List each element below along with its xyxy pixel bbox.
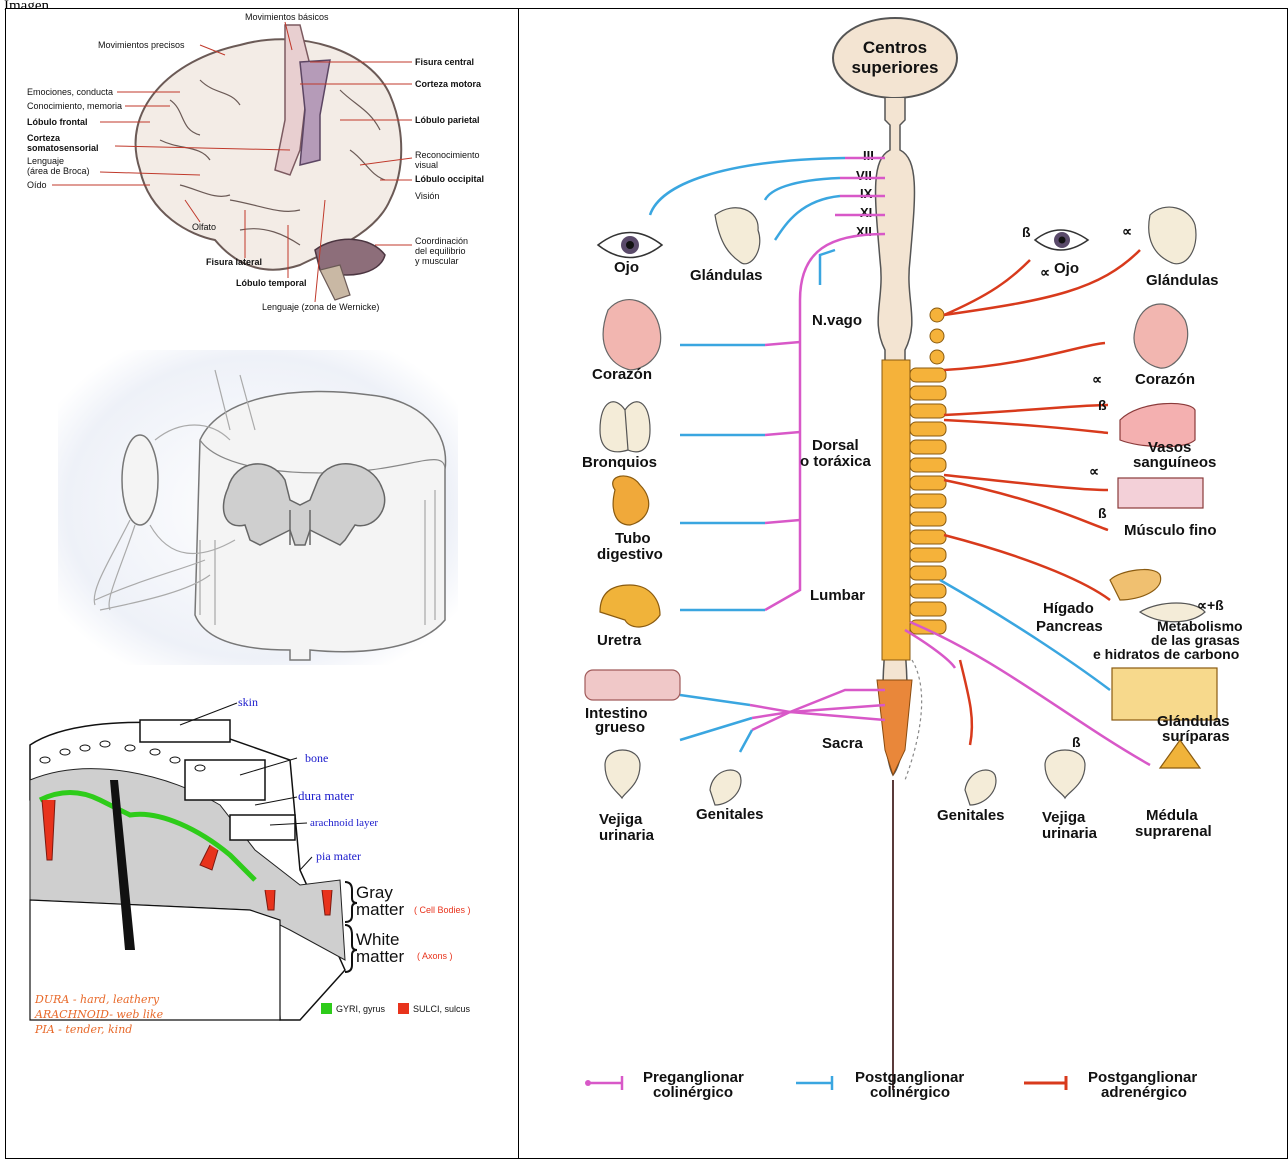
label-digestive-1: Tubo <box>615 530 651 547</box>
spinal-region-labels: N.vago Dorsal o toráxica Lumbar Sacra <box>800 312 872 752</box>
legend-postganglionic-adrenergic: Postganglionar adrenérgico <box>1024 1069 1197 1101</box>
receptor-alpha-glands: ∝ <box>1122 223 1132 239</box>
cranial-nerve-vii: VII <box>856 168 872 183</box>
label-bronchi: Bronquios <box>582 454 657 471</box>
heart-icon-right <box>1134 304 1188 368</box>
label-smooth-muscle: Músculo fino <box>1124 522 1217 539</box>
label-heart-left: Corazón <box>592 366 652 383</box>
label-sacral: Sacra <box>822 735 864 752</box>
label-urethra: Uretra <box>597 632 642 649</box>
label-glands-left: Glándulas <box>690 267 763 284</box>
label-digestive-2: digestivo <box>597 546 663 563</box>
label-metabolism-3: e hidratos de carbono <box>1093 646 1239 662</box>
receptor-alpha-muscle: ∝ <box>1089 463 1099 479</box>
right-organ-labels: Ojo Glándulas Corazón Vasos sanguíneos M… <box>937 260 1243 842</box>
cranial-nerve-ix: IX <box>860 186 873 201</box>
label-heart-right: Corazón <box>1135 371 1195 388</box>
bladder-icon-right <box>1045 750 1085 798</box>
genitals-icon-right <box>965 770 996 805</box>
label-vessels-2: sanguíneos <box>1133 454 1216 471</box>
lungs-icon <box>600 402 650 452</box>
cranial-nerve-iii: III <box>863 148 874 163</box>
receptor-beta-bladder: ß <box>1072 734 1081 750</box>
sympathetic-chain <box>910 308 946 634</box>
bladder-icon-left <box>605 750 640 798</box>
fiber-legend: Preganglionar colinérgico Postganglionar… <box>585 727 1197 1101</box>
large-intestine-icon <box>585 670 680 700</box>
label-dorsal: Dorsal <box>812 437 859 454</box>
legend-adrenergic-2: adrenérgico <box>1101 1084 1187 1101</box>
smooth-muscle-icon <box>1118 478 1203 508</box>
liver-icon <box>1110 570 1161 600</box>
label-eye-right: Ojo <box>1054 260 1079 277</box>
label-lumbar: Lumbar <box>810 587 865 604</box>
label-thoracic: o toráxica <box>800 453 872 470</box>
receptor-beta-muscle: ß <box>1098 505 1107 521</box>
label-liver: Hígado <box>1043 600 1094 617</box>
eye-icon-left <box>598 233 662 258</box>
label-upper-centers-2: superiores <box>852 58 939 77</box>
receptor-alpha-beta-metabolism: ∝+ß <box>1197 597 1224 613</box>
cranial-nerves: III VII IX XI XII <box>856 148 874 239</box>
gland-icon-left <box>715 208 760 264</box>
eye-icon-right <box>1035 230 1088 250</box>
genitals-icon-left <box>710 770 741 805</box>
label-bladder-right-2: urinaria <box>1042 825 1098 842</box>
label-upper-centers-1: Centros <box>863 38 927 57</box>
label-bladder-right-1: Vejiga <box>1042 809 1086 826</box>
receptor-alpha-eye: ∝ <box>1040 264 1050 280</box>
label-vagus: N.vago <box>812 312 862 329</box>
label-glands-right: Glándulas <box>1146 272 1219 289</box>
legend-preganglionic-2: colinérgico <box>653 1084 733 1101</box>
receptor-beta-eye: ß <box>1022 224 1031 240</box>
label-genitals-right: Genitales <box>937 807 1005 824</box>
label-eye-left: Ojo <box>614 259 639 276</box>
postganglionic-adrenergic-fibers <box>944 250 1140 745</box>
gland-icon-right <box>1149 207 1196 264</box>
receptor-beta-vessels: ß <box>1098 397 1107 413</box>
label-genitals-left: Genitales <box>696 806 764 823</box>
receptor-alpha-vessels: ∝ <box>1092 371 1102 387</box>
label-intestine-2: grueso <box>595 719 645 736</box>
label-sweat-glands-2: suríparas <box>1162 728 1230 745</box>
cranial-nerve-xi: XI <box>860 205 872 220</box>
heart-icon-left <box>603 300 661 370</box>
legend-cholinergic-2: colinérgico <box>870 1084 950 1101</box>
label-adrenal-1: Médula <box>1146 807 1198 824</box>
label-pancreas: Pancreas <box>1036 618 1103 635</box>
digestive-tract-icon <box>613 476 649 525</box>
legend-postganglionic-cholinergic: Postganglionar colinérgico <box>796 1069 964 1101</box>
urethra-icon <box>600 585 660 627</box>
label-adrenal-2: suprarenal <box>1135 823 1212 840</box>
label-bladder-left-2: urinaria <box>599 827 655 844</box>
label-bladder-left-1: Vejiga <box>599 811 643 828</box>
